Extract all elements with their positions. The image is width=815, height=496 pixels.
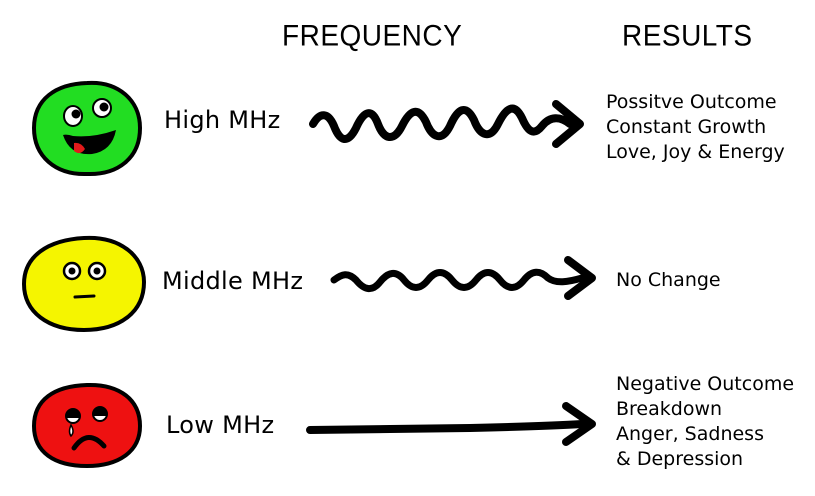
happy-face-icon (30, 78, 144, 178)
row-label-high: High MHz (164, 106, 281, 134)
high-frequency-wave-arrow (308, 86, 608, 166)
result-item: No Change (616, 269, 721, 291)
middle-frequency-wave-arrow (320, 250, 610, 310)
result-item: Negative Outcome (616, 373, 795, 395)
result-item: & Depression (616, 448, 744, 470)
row-label-low: Low MHz (166, 411, 275, 439)
result-item: Anger, Sadness (616, 423, 764, 445)
frequency-header: FREQUENCY (282, 19, 463, 52)
neutral-face-icon (20, 234, 148, 334)
result-item: Constant Growth (606, 116, 767, 138)
result-item: Love, Joy & Energy (606, 141, 785, 163)
sad-face-icon (30, 380, 144, 470)
row-label-middle: Middle MHz (162, 267, 304, 295)
result-list-high: Possitve Outcome Constant Growth Love, J… (606, 90, 785, 165)
results-header: RESULTS (622, 19, 753, 52)
result-list-middle: No Change (616, 268, 721, 293)
result-item: Possitve Outcome (606, 91, 777, 113)
result-item: Breakdown (616, 398, 723, 420)
result-list-low: Negative Outcome Breakdown Anger, Sadnes… (616, 372, 794, 472)
low-frequency-straight-arrow (300, 396, 610, 456)
